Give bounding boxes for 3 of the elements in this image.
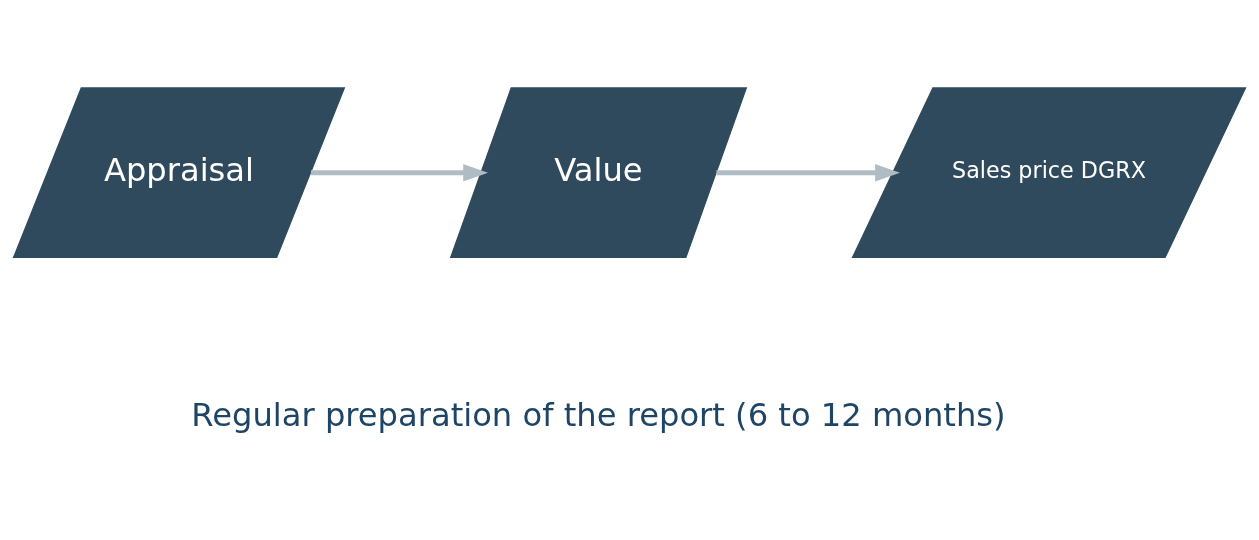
arrow	[716, 163, 900, 181]
arrow	[310, 163, 489, 181]
label: Regular preparation of the report (6 to 12 months)	[191, 395, 1006, 434]
